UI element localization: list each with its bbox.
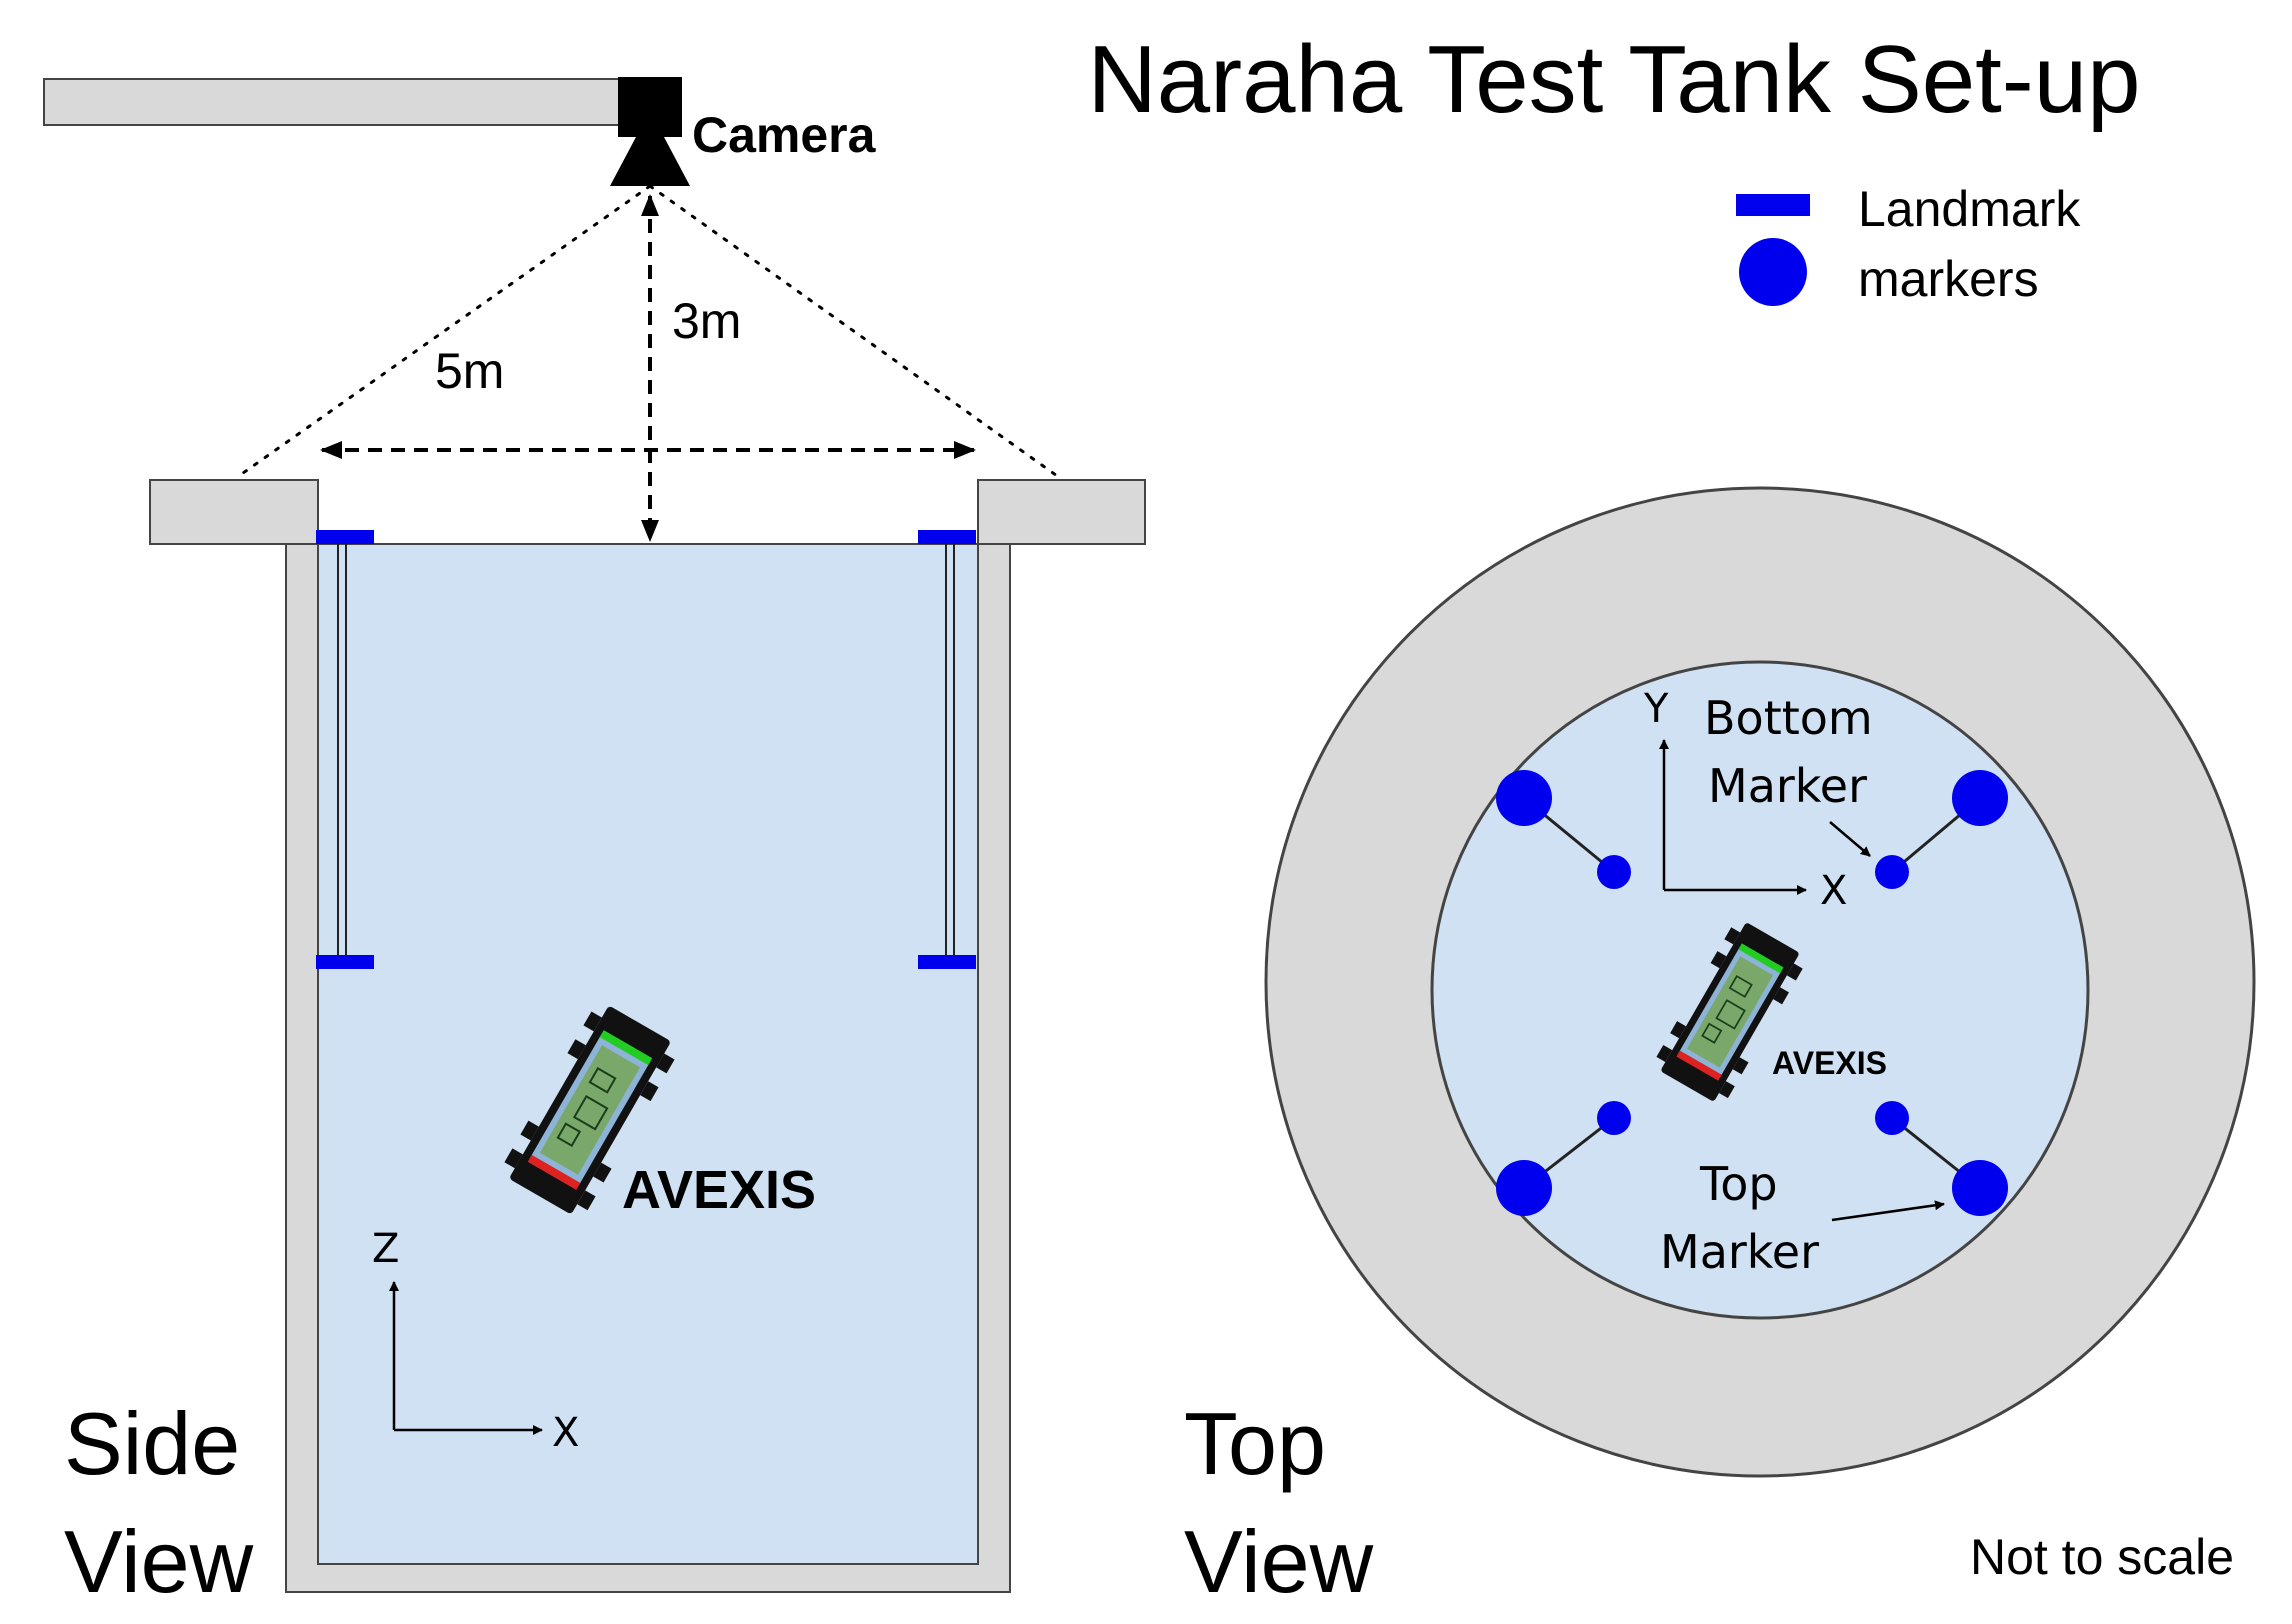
top-marker-upper-left (1496, 770, 1552, 826)
top-axis-y-label: Y (1643, 686, 1669, 732)
tank-rim-left (149, 479, 319, 545)
camera-body-icon (618, 77, 682, 137)
height-dimension-label: 3m (672, 293, 741, 349)
diagram-title: Naraha Test Tank Set-up (1087, 26, 2140, 133)
top-marker-pointer (1831, 1200, 1945, 1222)
bottom-marker-pointer (1829, 821, 1871, 857)
side-axis-z-label: Z (372, 1226, 399, 1272)
camera-lens-icon (610, 137, 690, 186)
scale-note: Not to scale (1970, 1529, 2234, 1585)
landmark-bar-top-right (918, 530, 976, 544)
bottom-marker-lower-right (1875, 1101, 1909, 1135)
camera-assembly: Camera (43, 77, 877, 186)
bottom-marker-upper-left (1597, 855, 1631, 889)
side-view-label-line1: Side (64, 1394, 240, 1493)
landmark-dot-icon (1739, 238, 1807, 306)
landmark-bar-bottom-right (918, 955, 976, 969)
camera-mount-beam (43, 78, 623, 126)
top-view-label-line1: Top (1184, 1394, 1326, 1493)
bottom-marker-upper-right (1875, 855, 1909, 889)
bottom-marker-label-line1: Bottom (1704, 691, 1873, 745)
top-vehicle-icon (1656, 923, 1803, 1101)
camera-label: Camera (692, 107, 877, 163)
landmark-bar-bottom-left (316, 955, 374, 969)
legend-label-line2: markers (1858, 251, 2039, 307)
bottom-marker-label-line2: Marker (1708, 759, 1867, 813)
side-vehicle-label: AVEXIS (622, 1160, 816, 1220)
landmark-bar-icon (1736, 194, 1810, 216)
bottom-marker-lower-left (1597, 1101, 1631, 1135)
top-marker-lower-left (1496, 1160, 1552, 1216)
top-marker-upper-right (1952, 770, 2008, 826)
side-vehicle-icon (504, 1006, 675, 1214)
fov-line-right (648, 184, 1062, 480)
side-axis-x-label: X (552, 1410, 579, 1456)
side-view-label-line2: View (64, 1512, 254, 1611)
width-dimension-label: 5m (435, 343, 504, 399)
legend: Landmark markers (1736, 181, 2081, 307)
top-vehicle-label: AVEXIS (1772, 1045, 1887, 1081)
fov-line-left (234, 184, 652, 480)
top-marker-lower-right (1952, 1160, 2008, 1216)
top-view-label-line2: View (1184, 1512, 1374, 1611)
top-marker-label-line1: Top (1699, 1157, 1778, 1211)
tank-rim-right (977, 479, 1146, 545)
landmark-bar-top-left (316, 530, 374, 544)
top-axis-x-label: X (1820, 868, 1847, 914)
top-marker-label-line2: Marker (1660, 1225, 1819, 1279)
legend-label-line1: Landmark (1858, 181, 2081, 237)
